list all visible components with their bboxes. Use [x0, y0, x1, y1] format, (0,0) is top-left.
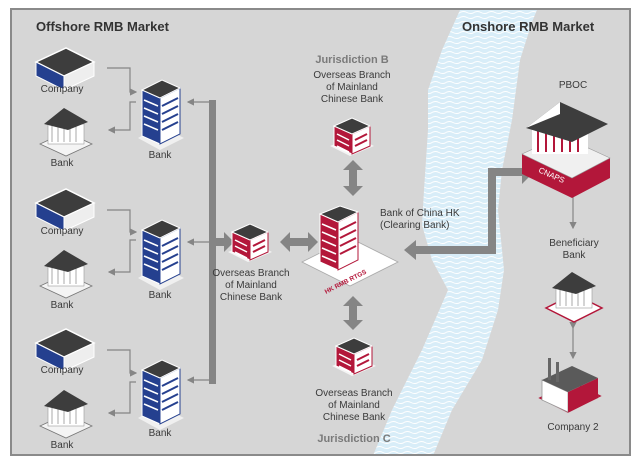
jurisdiction-b-branch-icon	[330, 117, 374, 156]
bank-label: Bank	[148, 428, 172, 439]
company-icon	[34, 188, 96, 232]
thick-arrows	[216, 160, 534, 330]
label-line: of Mainland	[328, 400, 380, 411]
overseas-branch-label: Overseas Branch of Mainland Chinese Bank	[204, 268, 298, 304]
offshore-title: Offshore RMB Market	[36, 19, 169, 34]
diagram-canvas: CNAPS HK RMB RTGS	[34, 10, 611, 454]
label-line: (Clearing Bank)	[380, 220, 450, 231]
offshore-bank-tower-icon	[138, 79, 184, 150]
label-line: Beneficiary	[549, 238, 599, 249]
pboc-icon	[521, 102, 611, 198]
jurisdiction-b-label: Overseas Branch of Mainland Chinese Bank	[302, 70, 402, 106]
offshore-bank-tower-icon	[138, 219, 184, 290]
company-label: Company	[40, 84, 84, 95]
company-label: Company	[40, 226, 84, 237]
clearing-bank-label: Bank of China HK (Clearing Bank)	[380, 208, 460, 232]
beneficiary-bank-label: Beneficiary Bank	[542, 238, 606, 262]
company-2-label: Company 2	[547, 422, 599, 433]
client-connectors	[107, 67, 212, 417]
company-icon	[34, 328, 96, 372]
clearing-bank-icon	[301, 205, 399, 287]
client-bank-icon	[39, 390, 93, 439]
label-line: Overseas Branch	[313, 70, 391, 81]
client-bank-icon	[39, 250, 93, 299]
offshore-trunk	[209, 100, 216, 384]
river-boundary	[373, 10, 537, 454]
offshore-bank-tower-icon	[138, 359, 184, 430]
label-line: Overseas Branch	[212, 268, 290, 279]
company-icon	[34, 47, 96, 91]
label-line: Bank of China HK	[380, 208, 460, 219]
onshore-title: Onshore RMB Market	[462, 19, 595, 34]
label-line: of Mainland	[326, 82, 378, 93]
bank-label: Bank	[148, 290, 172, 301]
company-2-icon	[538, 358, 602, 413]
pboc-title: PBOC	[558, 80, 588, 91]
label-line: Chinese Bank	[320, 94, 384, 105]
company-label: Company	[40, 365, 84, 376]
overseas-branch-icon	[228, 223, 272, 262]
jurisdiction-c-branch-icon	[332, 337, 376, 376]
jurisdiction-c-label: Overseas Branch of Mainland Chinese Bank	[304, 388, 404, 424]
client-bank-label: Bank	[50, 300, 74, 311]
client-bank-label: Bank	[50, 158, 74, 169]
bank-label: Bank	[148, 150, 172, 161]
label-line: Chinese Bank	[322, 412, 386, 423]
client-bank-icon	[39, 108, 93, 157]
jurisdiction-c-title: Jurisdiction C	[317, 433, 391, 445]
label-line: of Mainland	[225, 280, 277, 291]
label-line: Overseas Branch	[315, 388, 393, 399]
client-bank-label: Bank	[50, 440, 74, 451]
label-line: Bank	[562, 250, 586, 261]
jurisdiction-b-title: Jurisdiction B	[315, 54, 389, 66]
beneficiary-bank-icon	[544, 272, 604, 323]
label-line: Chinese Bank	[219, 292, 283, 303]
diagram-frame: CNAPS HK RMB RTGS Offshore RMB Market On…	[10, 8, 631, 456]
